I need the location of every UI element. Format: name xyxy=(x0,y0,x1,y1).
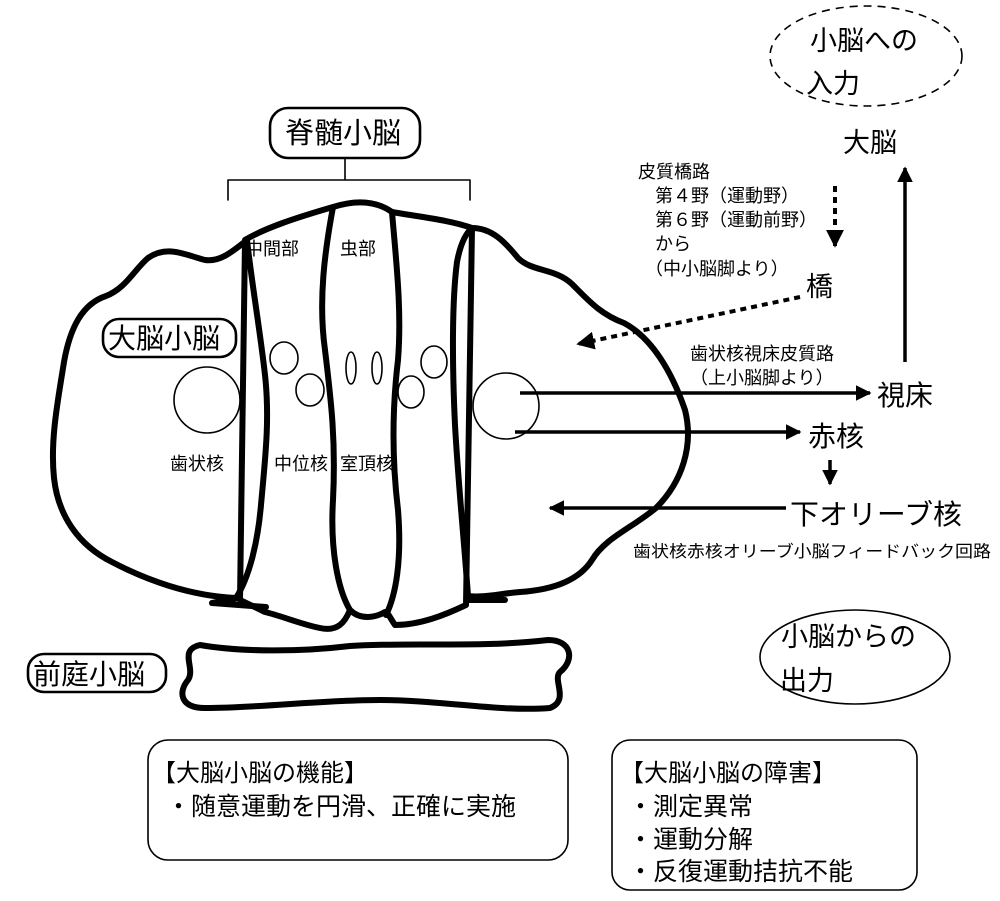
dentatothalamocortical-tract-label: 歯状核視床皮質路 xyxy=(690,344,834,365)
input-title-ellipse xyxy=(769,5,963,107)
bottom-hook-left xyxy=(209,595,269,610)
output-title-line1: 小脳からの xyxy=(781,622,916,653)
disorder-box-heading: 【大脳小脳の障害】 xyxy=(620,759,836,787)
function-box: 【大脳小脳の機能】 ・随意運動を円滑、正確に実施 xyxy=(147,739,569,861)
right-hemisphere xyxy=(449,225,691,600)
right-dentate-nucleus xyxy=(472,372,540,440)
red-nucleus-label: 赤核 xyxy=(808,420,864,453)
interposed-nucleus-label: 中位核 xyxy=(274,454,328,475)
fastigial-nucleus-right xyxy=(371,351,383,385)
input-title-line2: 入力 xyxy=(806,69,860,100)
function-item: ・随意運動を円滑、正確に実施 xyxy=(166,792,516,821)
vestibulocerebellum-label: 前庭小脳 xyxy=(33,658,145,691)
input-section: 小脳への 入力 大脳 皮質橋路 第４野（運動野） 第６野（運動前野） から （中… xyxy=(576,5,963,350)
pons-label: 橋 xyxy=(806,272,833,303)
function-box-heading: 【大脳小脳の機能】 xyxy=(152,759,368,787)
disorder-box: 【大脳小脳の障害】 ・測定異常 ・運動分解 ・反復運動拮抗不能 xyxy=(611,739,918,891)
output-section: 歯状核視床皮質路 （上小脳脚より） 視床 赤核 下オリーブ核 歯状核赤核オリーブ… xyxy=(515,166,992,705)
intermediate-part-label: 中間部 xyxy=(245,239,299,260)
interposed-nucleus-left-upper xyxy=(269,341,299,375)
cerebrocerebellum-label: 大脳小脳 xyxy=(108,322,220,355)
spinocerebellum-label-group: 脊髄小脳 xyxy=(227,106,471,201)
interposed-nucleus-right-upper xyxy=(420,345,448,379)
flocculonodular-lobe xyxy=(179,637,573,712)
feedback-loop-label: 歯状核赤核オリーブ小脳フィードバック回路 xyxy=(633,541,992,561)
area4-label: 第４野（運動野） xyxy=(655,186,799,207)
cerebellum-body: 中間部 虫部 歯状核 中位核 室頂核 xyxy=(49,199,691,632)
vestibulocerebellum-group: 前庭小脳 xyxy=(26,637,573,712)
from-label: から xyxy=(655,234,691,255)
vermis-label: 虫部 xyxy=(340,239,376,260)
middle-peduncle-label: （中小脳脚より） xyxy=(645,259,789,280)
interposed-nucleus-right-lower xyxy=(397,375,425,409)
disorder-item-decomposition: ・運動分解 xyxy=(628,825,753,854)
disorder-item-dysmetria: ・測定異常 xyxy=(628,792,753,821)
vermis-region xyxy=(237,199,475,632)
fastigial-nucleus-left xyxy=(345,351,357,385)
vermis-divider-right xyxy=(383,209,403,618)
pons-to-hemisphere-arrow xyxy=(576,295,801,350)
disorder-item-dysdiadochokinesia: ・反復運動拮抗不能 xyxy=(628,857,853,886)
function-box-frame xyxy=(147,739,569,861)
vermis-divider-left xyxy=(319,204,353,613)
spinocerebellum-label: 脊髄小脳 xyxy=(285,116,401,150)
dentate-nucleus-label: 歯状核 xyxy=(170,454,224,475)
inferior-olive-label: 下オリーブ核 xyxy=(790,498,962,531)
left-hemisphere xyxy=(49,237,271,601)
disorder-box-frame xyxy=(611,739,918,891)
fastigial-nucleus-label: 室頂核 xyxy=(340,454,394,475)
area6-label: 第６野（運動前野） xyxy=(655,210,817,231)
output-title-line2: 出力 xyxy=(780,666,834,697)
cerebrocerebellum-box xyxy=(101,317,238,359)
interposed-nucleus-left-lower xyxy=(295,373,325,407)
output-title-ellipse xyxy=(759,609,951,705)
vestibulocerebellum-box xyxy=(26,652,168,694)
cerebrocerebellum-label-group: 大脳小脳 xyxy=(101,317,238,359)
thalamus-label: 視床 xyxy=(877,379,933,412)
corticopontine-tract-label: 皮質橋路 xyxy=(638,162,710,183)
superior-peduncle-label: （上小脳脚より） xyxy=(690,368,834,389)
cerebrum-label: 大脳 xyxy=(843,128,897,159)
left-dentate-nucleus xyxy=(173,366,241,434)
spinocerebellum-bracket xyxy=(227,157,471,201)
input-title-line1: 小脳への xyxy=(810,26,918,57)
